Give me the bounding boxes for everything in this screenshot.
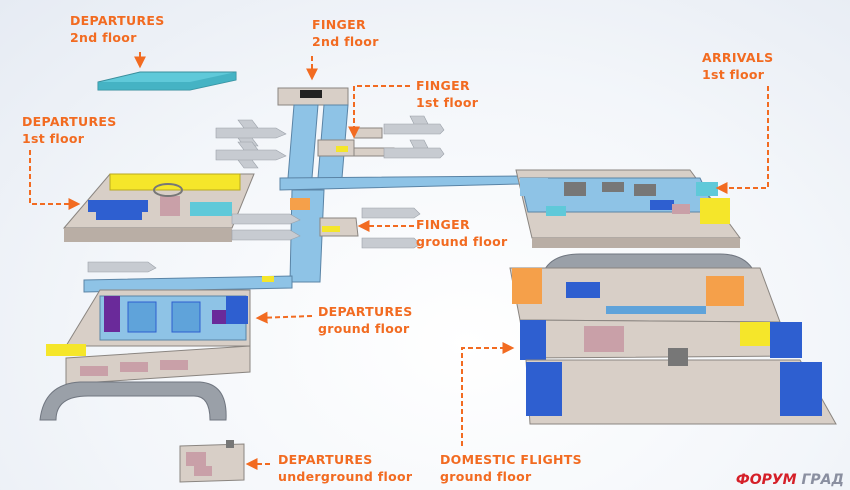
label-finger-1st-floor: FINGER 1st floor (416, 77, 478, 111)
logo-part1: ФОРУМ (735, 472, 797, 488)
label-title: ARRIVALS (702, 50, 774, 65)
label-departures-ground-floor: DEPARTURES ground floor (318, 303, 413, 337)
label-departures-underground-floor: DEPARTURES underground floor (278, 451, 412, 485)
domestic-flights-block[interactable] (509, 253, 837, 425)
departures-ground-floor-block[interactable] (46, 289, 251, 385)
label-title: DEPARTURES (318, 304, 413, 319)
logo-part2: ГРАД (801, 472, 845, 488)
label-floor: 2nd floor (312, 34, 379, 49)
label-title: DEPARTURES (278, 452, 373, 467)
forum-grad-logo: ФОРУМ ГРАД (736, 472, 844, 488)
label-floor: underground floor (278, 469, 413, 484)
label-departures-2nd-floor: DEPARTURES 2nd floor (70, 12, 165, 46)
label-floor: ground floor (440, 469, 532, 484)
label-floor: ground floor (318, 321, 410, 336)
arrivals-1st-floor-block[interactable] (515, 169, 741, 248)
label-title: DEPARTURES (22, 114, 117, 129)
label-floor: 1st floor (702, 67, 765, 82)
label-arrivals-1st-floor: ARRIVALS 1st floor (702, 49, 773, 83)
label-floor: 2nd floor (70, 30, 137, 45)
label-title: FINGER (416, 217, 470, 232)
leader-lines (29, 52, 769, 470)
label-floor: 1st floor (416, 95, 479, 110)
label-finger-2nd-floor: FINGER 2nd floor (312, 16, 379, 50)
departures-2nd-floor-block[interactable] (97, 71, 237, 91)
departures-road (39, 381, 227, 421)
finger-ground-block[interactable] (319, 217, 359, 237)
label-departures-1st-floor: DEPARTURES 1st floor (22, 113, 117, 147)
finger-upper-block[interactable] (277, 87, 395, 179)
label-title: FINGER (416, 78, 470, 93)
label-title: DEPARTURES (70, 13, 165, 28)
label-title: FINGER (312, 17, 366, 32)
label-floor: 1st floor (22, 131, 85, 146)
airplanes (87, 115, 445, 273)
label-domestic-flights-ground-floor: DOMESTIC FLIGHTS ground floor (440, 451, 582, 485)
label-title: DOMESTIC FLIGHTS (440, 452, 582, 467)
label-finger-ground-floor: FINGER ground floor (416, 216, 507, 250)
connector-walkways (83, 175, 521, 293)
label-floor: ground floor (416, 234, 508, 249)
departures-underground-block[interactable] (179, 440, 245, 483)
departures-1st-floor-block[interactable] (62, 173, 255, 242)
